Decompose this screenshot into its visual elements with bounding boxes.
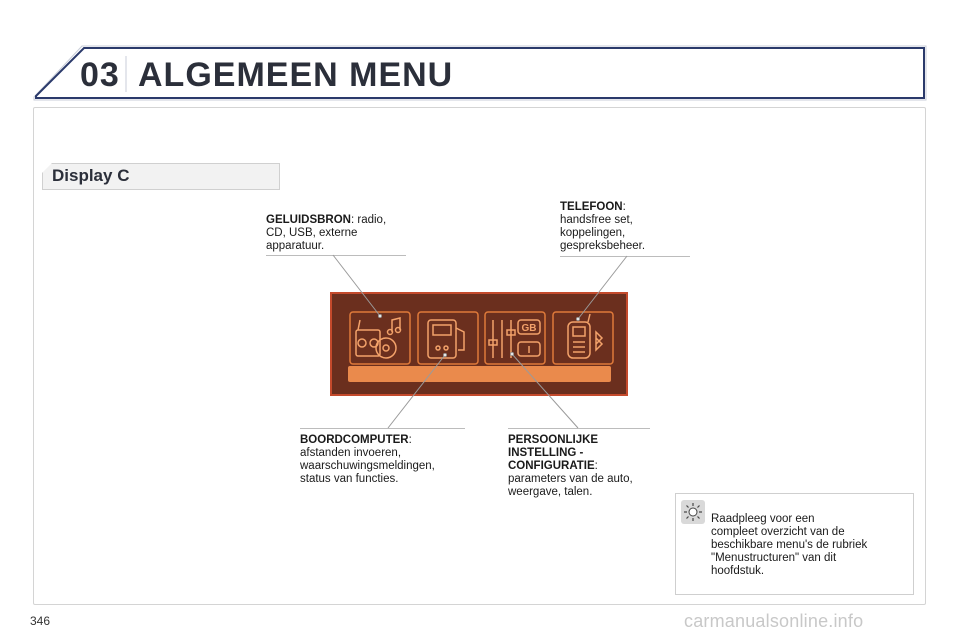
chapter-number: 03 — [80, 56, 120, 94]
telephone-icon — [567, 313, 604, 359]
callout-boordcomputer-rule — [300, 428, 465, 429]
display-c-screen: GB I — [330, 292, 628, 396]
header-banner — [33, 45, 927, 101]
callout-geluidsbron-rule — [266, 255, 406, 256]
display-status-bar — [348, 366, 611, 382]
content-frame — [33, 107, 926, 605]
fuel-pump-icon — [427, 319, 465, 359]
section-title-box — [42, 163, 280, 190]
tip-box — [675, 493, 914, 595]
callout-telefoon-rule — [560, 256, 690, 257]
callout-persoonlijke-rule — [508, 428, 650, 429]
callout-boordcomputer-term: BOORDCOMPUTER — [300, 434, 409, 446]
callout-geluidsbron: GELUIDSBRON: radio, CD, USB, externe app… — [266, 214, 387, 252]
chapter-title: ALGEMEEN MENU — [138, 56, 454, 94]
sun-tip-icon — [681, 500, 705, 524]
section-title: Display C — [52, 166, 130, 185]
page-number: 346 — [30, 614, 51, 628]
callout-telefoon-term: TELEFOON — [560, 201, 623, 213]
lang-gb-label: GB — [522, 323, 537, 334]
callout-telefoon: TELEFOON: handsfree set, koppelingen, ge… — [560, 201, 646, 252]
callout-persoonlijke: PERSOONLIJKE INSTELLING - CONFIGURATIE: … — [508, 434, 633, 498]
callout-boordcomputer: BOORDCOMPUTER: afstanden invoeren, waars… — [300, 434, 435, 485]
tip-text: Raadpleeg voor een compleet overzicht va… — [711, 513, 868, 577]
watermark: carmanualsonline.info — [684, 611, 864, 631]
lang-i-label: I — [528, 345, 531, 356]
callout-geluidsbron-term: GELUIDSBRON — [266, 214, 351, 226]
audio-source-icon — [355, 317, 402, 359]
trip-computer-tile — [417, 311, 479, 365]
